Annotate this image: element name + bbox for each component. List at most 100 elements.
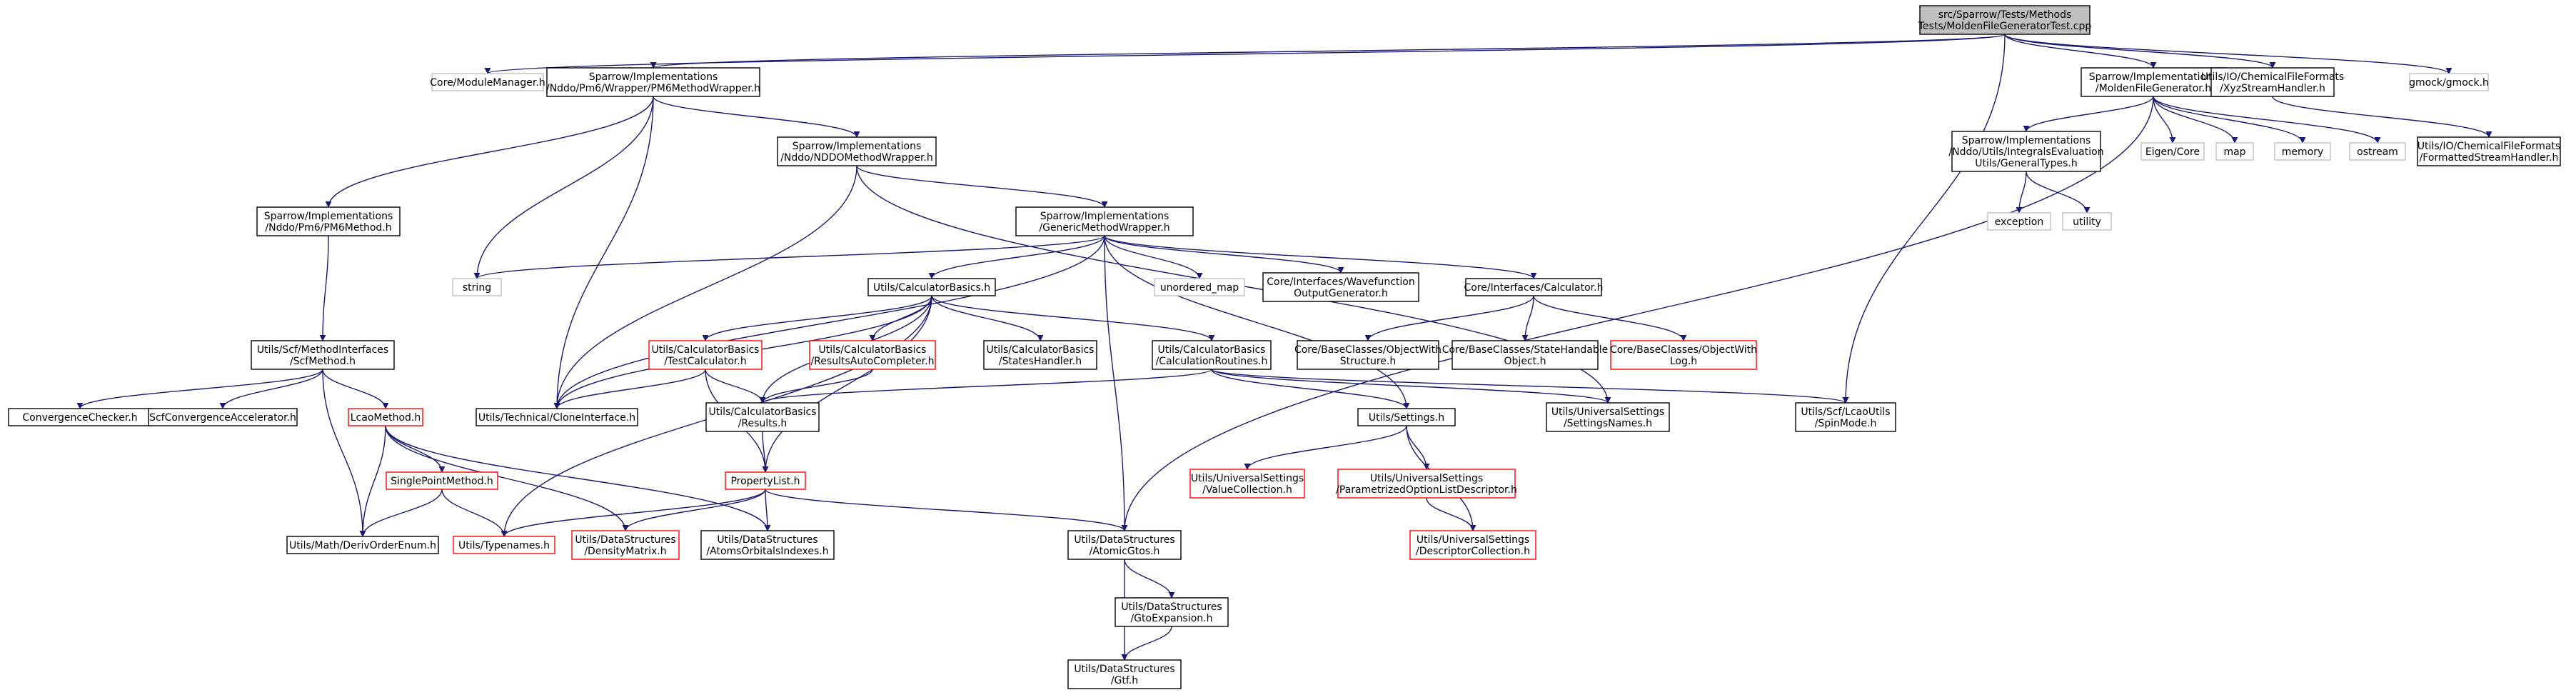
node-moldengen-label-line: Sparrow/Implementations [2089,71,2218,83]
edge-genericwrapper-to-settings [1104,235,1410,409]
node-gtoexpansion[interactable]: Utils/DataStructures/GtoExpansion.h [1115,597,1229,627]
node-xyzstream-box [2210,67,2335,97]
node-calcbasics[interactable]: Utils/CalculatorBasics.h [867,278,996,296]
node-atomsorbitals[interactable]: Utils/DataStructures/AtomsOrbitalsIndexe… [700,530,835,560]
edge-atomicgtos-to-gtoexpansion [1124,559,1175,599]
node-testcalc[interactable]: Utils/CalculatorBasics/TestCalculator.h [648,340,763,370]
edge-genericwrapper-to-cloneinterface [553,235,1105,409]
node-root-box [1919,5,2091,35]
edge-moldengen-to-memory [2153,96,2306,144]
node-settingsnames[interactable]: Utils/UniversalSettings/SettingsNames.h [1546,402,1670,432]
edge-lcaomethod-to-atomsorbitals [385,425,771,531]
node-nddowrapper-box [777,136,937,166]
node-moldengen[interactable]: Sparrow/Implementations/MoldenFileGenera… [2081,67,2226,97]
node-descriptorcoll[interactable]: Utils/UniversalSettings/DescriptorCollec… [1409,530,1536,560]
node-pm6wrapper[interactable]: Sparrow/Implementations/Nddo/Pm6/Wrapper… [546,67,760,97]
node-objwithlog-label-line: Log.h [1670,356,1697,367]
node-cloneinterface-label-line: Utils/Technical/CloneInterface.h [478,412,635,424]
node-densitymatrix[interactable]: Utils/DataStructures/DensityMatrix.h [571,530,680,560]
node-pm6method[interactable]: Sparrow/Implementations/Nddo/Pm6/PM6Meth… [256,206,401,236]
edge-integralsgeneral-to-exception [2016,171,2027,214]
node-propertylist-box [725,471,806,490]
edge-pm6wrapper-to-cloneinterface [553,96,654,409]
node-convchecker[interactable]: ConvergenceChecker.h [8,408,152,426]
node-resultsauto-label-line: Utils/CalculatorBasics [819,344,927,356]
node-results-box [705,402,820,432]
node-calcbasics-label-line: Utils/CalculatorBasics.h [873,282,990,294]
node-valuecollection-label-line: Utils/UniversalSettings [1191,473,1304,484]
node-gtf-label-line: Utils/DataStructures [1074,664,1174,675]
node-modulemanager-label-line: Core/ModuleManager.h [430,77,545,89]
node-calcroutines-label-line: /CalculationRoutines.h [1156,356,1268,367]
node-resultsauto[interactable]: Utils/CalculatorBasics/ResultsAutoComple… [809,340,936,370]
edge-calculator-to-objwithstructure [1364,295,1534,341]
node-lcaomethod[interactable]: LcaoMethod.h [348,408,423,426]
node-wfoutput-box [1262,272,1419,302]
node-memory-box [2274,142,2331,161]
node-calcroutines-label-line: Utils/CalculatorBasics [1158,344,1266,356]
node-nddowrapper-label-line: Sparrow/Implementations [793,141,922,152]
node-atomicgtos[interactable]: Utils/DataStructures/AtomicGtos.h [1067,530,1182,560]
node-results-label-line: /Results.h [738,418,788,429]
node-testcalc-box [648,340,763,370]
node-spinmode[interactable]: Utils/Scf/LcaoUtils/SpinMode.h [1795,402,1896,432]
node-scfaccel[interactable]: ScfConvergenceAccelerator.h [148,408,298,426]
node-convchecker-label-line: ConvergenceChecker.h [22,412,137,424]
node-propertylist[interactable]: PropertyList.h [725,471,806,490]
node-statehandable-box [1451,340,1599,370]
node-singlepoint[interactable]: SinglePointMethod.h [386,471,498,490]
node-utility-box [2062,212,2112,231]
edge-calculator-to-objwithlog [1533,295,1687,341]
node-typenames[interactable]: Utils/Typenames.h [453,536,555,554]
node-results[interactable]: Utils/CalculatorBasics/Results.h [705,402,820,432]
edge-moldengen-to-map [2153,96,2238,144]
node-cloneinterface[interactable]: Utils/Technical/CloneInterface.h [476,408,638,426]
node-scfmethod[interactable]: Utils/Scf/MethodInterfaces/ScfMethod.h [251,340,395,370]
node-paramoption[interactable]: Utils/UniversalSettings/ParametrizedOpti… [1336,469,1517,499]
node-nddowrapper[interactable]: Sparrow/Implementations/Nddo/NDDOMethodW… [777,136,937,166]
dependency-nodes: src/Sparrow/Tests/MethodsTests/MoldenFil… [8,5,2561,689]
node-genericwrapper[interactable]: Sparrow/Implementations/GenericMethodWra… [1015,206,1194,236]
node-pm6method-label-line: Sparrow/Implementations [264,211,393,222]
node-settings[interactable]: Utils/Settings.h [1357,408,1456,426]
node-derivorder[interactable]: Utils/Math/DerivOrderEnum.h [286,536,439,554]
node-xyzstream[interactable]: Utils/IO/ChemicalFileFormats/XyzStreamHa… [2201,67,2344,97]
node-integralsgeneral-label-line: Sparrow/Implementations [1962,135,2091,146]
edge-calcbasics-to-stateshandler [931,295,1044,341]
node-unorderedmap-label-line: unordered_map [1160,282,1239,294]
node-derivorder-label-line: Utils/Math/DerivOrderEnum.h [289,540,436,551]
edge-calcroutines-to-spinmode [1211,369,1849,404]
node-xyzstream-label-line: Utils/IO/ChemicalFileFormats [2201,71,2344,83]
node-gtf[interactable]: Utils/DataStructures/Gtf.h [1067,659,1182,689]
edge-calcbasics-to-propertylist [762,295,932,473]
node-string: string [452,278,502,296]
edge-calculator-to-statehandable [1521,295,1534,341]
node-integralsgeneral[interactable]: Sparrow/Implementations/Nddo/Utils/Integ… [1948,131,2104,172]
node-formattedstream[interactable]: Utils/IO/ChemicalFileFormats/FormattedSt… [2417,136,2561,166]
node-settingsnames-label-line: /SettingsNames.h [1564,418,1652,429]
node-wfoutput[interactable]: Core/Interfaces/WavefunctionOutputGenera… [1262,272,1419,302]
edge-nddowrapper-to-genericwrapper [856,165,1108,208]
node-stateshandler[interactable]: Utils/CalculatorBasics/StatesHandler.h [983,340,1097,370]
edge-paramoption-to-descriptorcoll [1426,497,1476,531]
node-valuecollection[interactable]: Utils/UniversalSettings/ValueCollection.… [1189,469,1305,499]
edge-genericwrapper-to-calcbasics [928,235,1105,279]
node-objwithlog-box [1610,340,1757,370]
node-stateshandler-box [983,340,1097,370]
node-gmock-label-line: gmock/gmock.h [2409,77,2489,89]
edge-genericwrapper-to-unorderedmap [1104,235,1203,279]
edge-root-to-modulemanager [485,34,2006,74]
node-ostream: ostream [2349,142,2406,161]
node-calculator[interactable]: Core/Interfaces/Calculator.h [1464,278,1604,296]
edge-integralsgeneral-to-utility [2026,171,2091,214]
node-calcroutines[interactable]: Utils/CalculatorBasics/CalculationRoutin… [1152,340,1272,370]
node-integralsgeneral-label-line: Utils/GeneralTypes.h [1975,158,2077,169]
node-genericwrapper-box [1015,206,1194,236]
node-eigencore: Eigen/Core [2140,142,2205,161]
edge-calcroutines-to-results [759,369,1212,404]
edge-propertylist-to-densitymatrix [622,489,766,531]
node-stateshandler-label-line: Utils/CalculatorBasics [987,344,1095,356]
